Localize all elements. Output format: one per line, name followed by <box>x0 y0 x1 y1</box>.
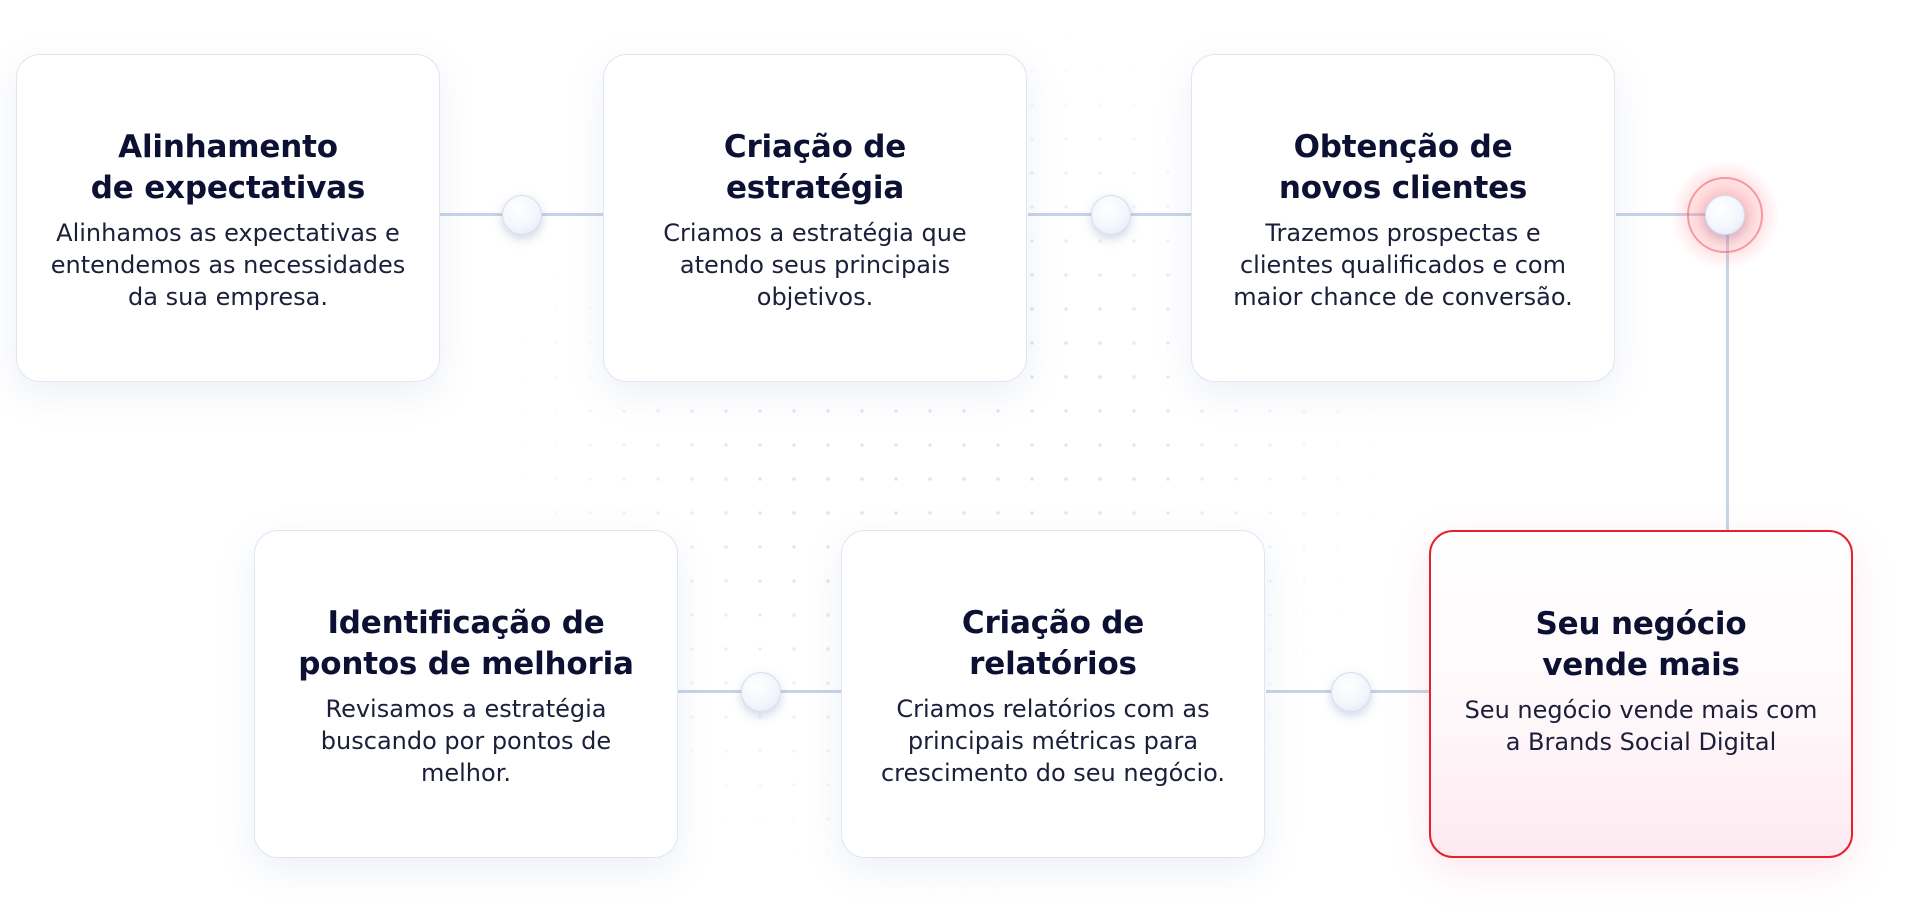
step-description: Trazemos prospectas e clientes qualifica… <box>1233 219 1573 311</box>
step-card-obtencao-clientes: Obtenção de novos clientes Trazemos pros… <box>1191 54 1615 382</box>
step-title: Identificação de pontos de melhoria <box>298 605 634 682</box>
step-title: Criação de estratégia <box>723 129 907 206</box>
connector-node-1 <box>502 195 542 235</box>
step-card-negocio-vende-mais: Seu negócio vende mais Seu negócio vende… <box>1429 530 1853 858</box>
step-card-criacao-relatorios: Criação de relatórios Criamos relatórios… <box>841 530 1265 858</box>
step-description: Criamos a estratégia que atendo seus pri… <box>663 219 967 311</box>
step-description: Seu negócio vende mais com a Brands Soci… <box>1464 696 1818 756</box>
connector-node-5 <box>741 672 781 712</box>
step-title: Obtenção de novos clientes <box>1278 129 1528 206</box>
connector-node-4 <box>1331 672 1371 712</box>
connector-node-ring <box>1687 177 1763 253</box>
step-title: Criação de relatórios <box>961 605 1145 682</box>
step-card-criacao-estrategia: Criação de estratégia Criamos a estratég… <box>603 54 1027 382</box>
step-title: Seu negócio vende mais <box>1535 606 1747 683</box>
step-card-alinhamento: Alinhamento de expectativas Alinhamos as… <box>16 54 440 382</box>
step-description: Criamos relatórios com as principais mét… <box>880 695 1226 787</box>
connector-node-2 <box>1091 195 1131 235</box>
connector-node-3 <box>1705 195 1745 235</box>
connector-line-vertical <box>1726 214 1729 532</box>
step-description: Revisamos a estratégia buscando por pont… <box>320 695 612 787</box>
step-description: Alinhamos as expectativas e entendemos a… <box>50 219 406 311</box>
step-title: Alinhamento de expectativas <box>90 129 366 206</box>
step-card-identificacao-melhoria: Identificação de pontos de melhoria Revi… <box>254 530 678 858</box>
